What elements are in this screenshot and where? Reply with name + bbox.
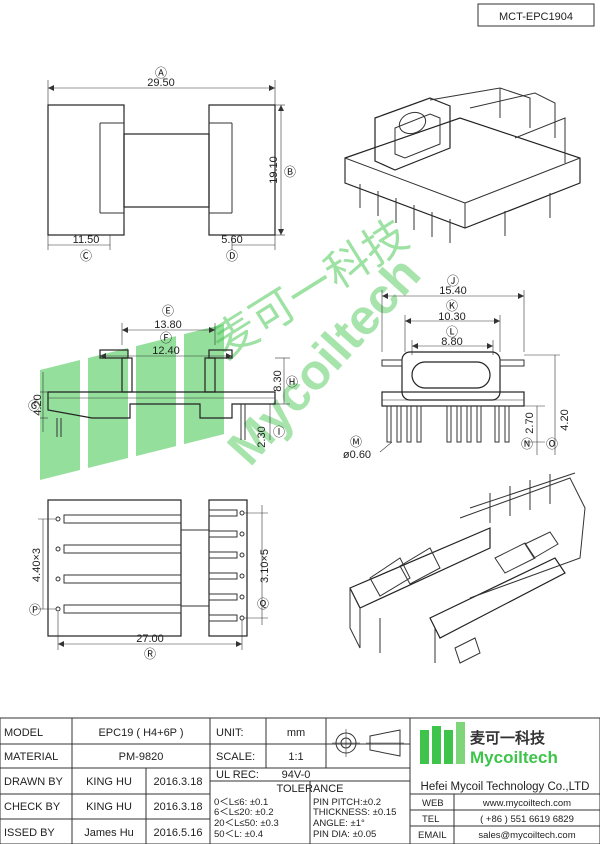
company-name: Hefei Mycoil Technology Co.,LTD (421, 781, 590, 793)
dim-n-value: 2.70 (524, 412, 536, 433)
projection-symbol-icon (332, 729, 404, 757)
web-label: WEB (422, 798, 444, 809)
angle: ANGLE: ±1° (313, 818, 365, 829)
bottom-view (38, 499, 268, 650)
watermark-logo-mark (40, 324, 224, 480)
check-by-name: KING HU (86, 801, 132, 813)
dim-o-symbol: Ⓞ (546, 437, 558, 451)
ul-rec-value: 94V-0 (282, 769, 311, 781)
dim-a-symbol: Ⓐ (155, 66, 167, 80)
dim-b-symbol: Ⓑ (284, 165, 296, 179)
drawn-by-date: 2016.3.18 (154, 776, 203, 788)
tolerance-line-1: 0＜L≤6: ±0.1 (214, 797, 268, 808)
drawing-number: MCT-EPC1904 (499, 11, 573, 23)
email-value: sales@mycoiltech.com (478, 830, 575, 841)
dim-h-value: 8.30 (272, 370, 284, 391)
side-view-pins (386, 405, 510, 443)
dim-d-symbol: Ⓓ (226, 249, 238, 263)
dim-q-symbol: Ⓠ (257, 597, 269, 611)
scale-value: 1:1 (288, 751, 303, 763)
dim-j-symbol: Ⓙ (447, 274, 459, 288)
dim-a-value: 29.50 (147, 77, 175, 89)
drawn-by-label: DRAWN BY (4, 776, 64, 788)
logo-chinese: 麦可一科技 (470, 729, 546, 747)
model-value: EPC19 ( H4+6P ) (98, 727, 183, 739)
isometric-view-top (344, 87, 581, 243)
dim-c-value: 11.50 (73, 234, 100, 246)
tel-value: ( +86 ) 551 6619 6829 (480, 814, 574, 825)
check-by-label: CHECK BY (4, 801, 61, 813)
material-label: MATERIAL (4, 751, 58, 763)
dim-c-symbol: Ⓒ (80, 249, 92, 263)
logo-mark-icon (420, 722, 465, 764)
dim-r-value: 27.00 (136, 633, 164, 645)
tolerance-line-3: 20＜L≤50: ±0.3 (214, 818, 279, 829)
dim-r-symbol: Ⓡ (144, 647, 156, 661)
unit-value: mm (287, 727, 305, 739)
front-view (40, 323, 290, 440)
drawn-by-name: KING HU (86, 776, 132, 788)
dim-e-value: 13.80 (154, 319, 182, 331)
dim-l-value: 8.80 (441, 336, 462, 348)
dim-q-value: 3.10×5 (259, 549, 271, 583)
dim-i-value: 2.30 (256, 426, 268, 447)
pin-dia: PIN DIA: ±0.05 (313, 829, 376, 840)
dim-n-symbol: Ⓝ (521, 437, 533, 451)
check-by-date: 2016.3.18 (154, 801, 203, 813)
thickness: THICKNESS: ±0.15 (313, 807, 396, 818)
model-label: MODEL (4, 727, 43, 739)
title-block (0, 717, 600, 844)
dim-m-value: ø0.60 (343, 449, 371, 461)
dim-d-value: 5.60 (221, 234, 242, 246)
bottom-view-slots-right (208, 509, 245, 622)
dim-f-value: 12.40 (152, 345, 180, 357)
pin-pitch: PIN PITCH:±0.2 (313, 797, 381, 808)
issued-by-name: James Hu (84, 827, 134, 839)
scale-label: SCALE: (216, 751, 255, 763)
dim-p-symbol: Ⓟ (29, 603, 41, 617)
dim-k-symbol: Ⓚ (446, 299, 458, 313)
dim-k-value: 10.30 (438, 311, 466, 323)
company-logo: 麦可一科技 Mycoiltech (420, 722, 558, 767)
dim-f-symbol: Ⓕ (160, 331, 172, 345)
side-view (379, 290, 560, 455)
dim-i-symbol: Ⓘ (273, 425, 285, 439)
dim-g-value: 4.20 (32, 394, 44, 415)
issued-by-date: 2016.5.16 (154, 827, 203, 839)
logo-english: Mycoiltech (470, 748, 558, 767)
material-value: PM-9820 (119, 751, 164, 763)
ul-rec-label: UL REC: (216, 769, 259, 781)
dim-e-symbol: Ⓔ (162, 304, 174, 318)
isometric-view-bottom (349, 472, 586, 664)
top-view (47, 80, 285, 250)
dim-j-value: 15.40 (439, 285, 467, 297)
dim-b-value: 19.10 (268, 156, 280, 184)
issued-by-label: ISSED BY (4, 827, 55, 839)
unit-label: UNIT: (216, 727, 244, 739)
dim-m-symbol: Ⓜ (350, 435, 362, 449)
email-label: EMAIL (418, 830, 447, 841)
dim-h-symbol: Ⓗ (286, 375, 298, 389)
tolerance-line-2: 6＜L≤20: ±0.2 (214, 807, 274, 818)
tolerance-label: TOLERANCE (276, 783, 343, 795)
dim-l-symbol: Ⓛ (446, 325, 458, 339)
tel-label: TEL (422, 814, 439, 825)
dim-o-value: 4.20 (559, 409, 571, 430)
tolerance-line-4: 50＜L: ±0.4 (214, 829, 263, 840)
bottom-view-slots-left (55, 514, 182, 614)
drawing-number-box: MCT-EPC1904 (477, 3, 595, 27)
dim-g-symbol: Ⓖ (28, 399, 40, 413)
dim-p-value: 4.40×3 (31, 548, 43, 582)
web-value: www.mycoiltech.com (482, 798, 571, 809)
